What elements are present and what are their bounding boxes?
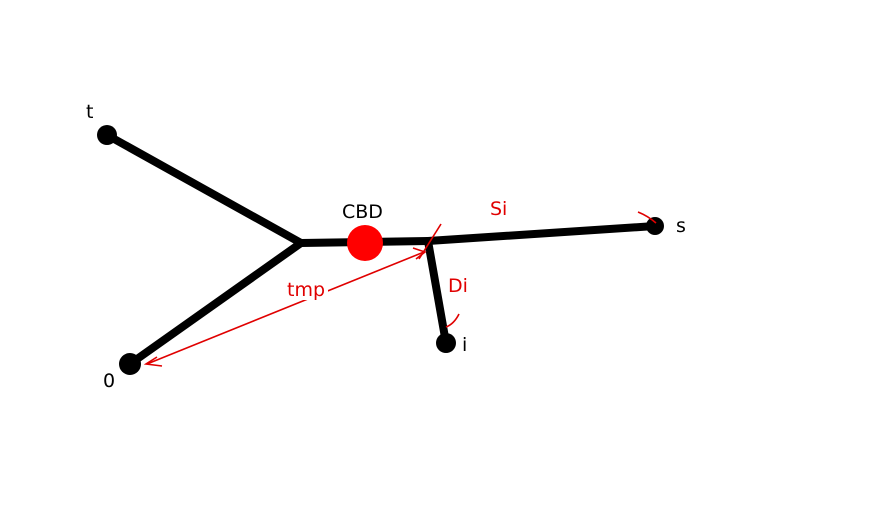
edge-hub-zero bbox=[126, 239, 305, 368]
label-di: Di bbox=[448, 275, 468, 297]
tmp-arrowhead-end bbox=[143, 356, 163, 367]
tmp-label-backdrop bbox=[284, 276, 328, 300]
node-zero bbox=[119, 353, 141, 375]
label-si: Si bbox=[490, 198, 507, 220]
junction-tick bbox=[418, 223, 442, 260]
label-zero: 0 bbox=[103, 370, 115, 392]
tmp-arrow-line bbox=[146, 251, 425, 365]
label-i: i bbox=[462, 334, 467, 356]
label-s: s bbox=[676, 215, 686, 237]
edge-junction-i bbox=[424, 237, 450, 347]
cbd-marker bbox=[347, 225, 383, 261]
node-i bbox=[436, 333, 456, 353]
i-end-tick bbox=[445, 313, 460, 328]
label-cbd: CBD bbox=[342, 201, 383, 223]
label-tmp: tmp bbox=[287, 279, 325, 301]
tmp-arrowhead-start bbox=[412, 247, 427, 260]
s-end-tick bbox=[637, 211, 657, 224]
edge-junction-s bbox=[424, 222, 659, 245]
node-t bbox=[97, 125, 117, 145]
node-s bbox=[646, 217, 664, 235]
label-t: t bbox=[86, 101, 93, 123]
edge-t-hub bbox=[103, 131, 305, 247]
